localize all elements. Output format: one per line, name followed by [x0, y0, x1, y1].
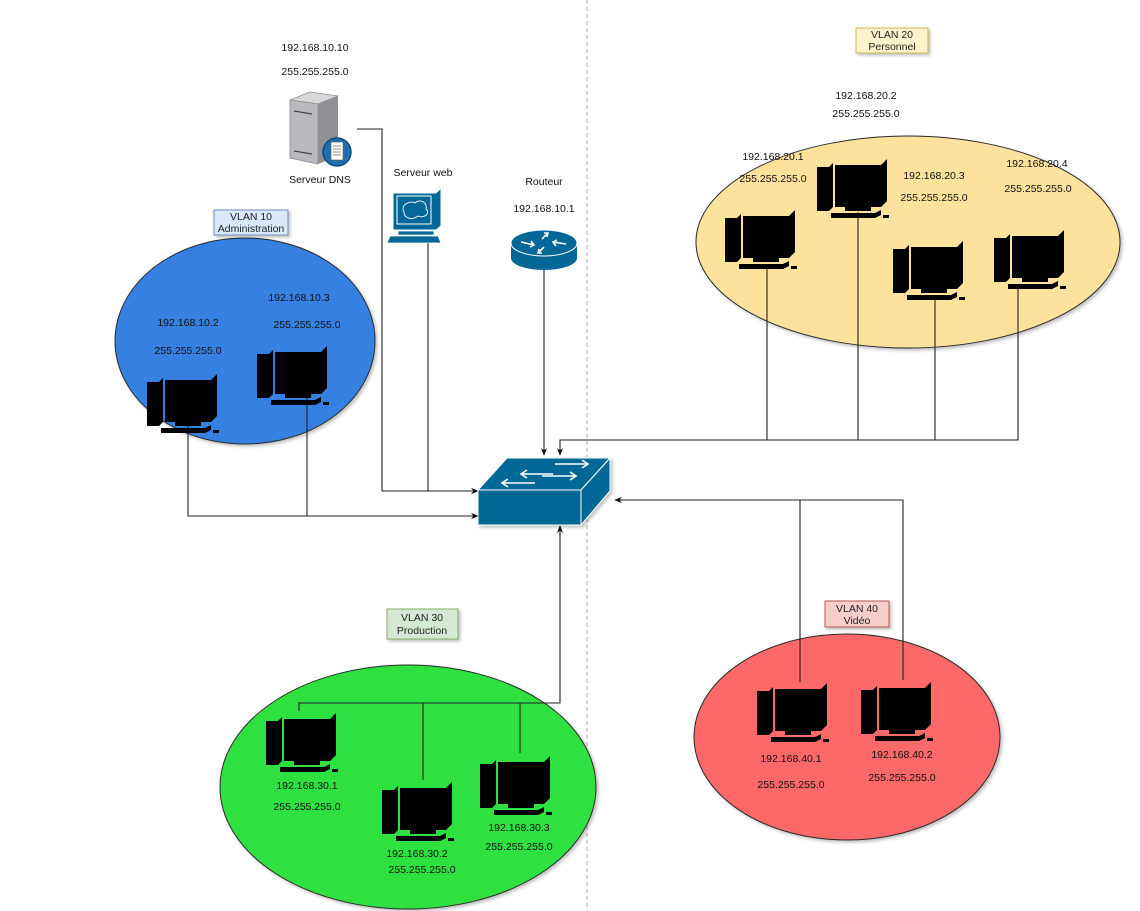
host-ip: 192.168.20.3: [903, 170, 964, 182]
host-ip: 192.168.20.2: [835, 90, 896, 102]
web-server[interactable]: Serveur web: [386, 167, 453, 244]
host-ip: 192.168.40.1: [760, 753, 821, 765]
vlan30-host-2[interactable]: 192.168.30.2 255.255.255.0: [382, 782, 456, 876]
host-mask: 255.255.255.0: [757, 779, 824, 791]
link-dns-switch: [357, 128, 479, 495]
dns-server-ip: 192.168.10.10: [281, 42, 348, 54]
vlan20-host-3[interactable]: 192.168.20.3 255.255.255.0: [893, 170, 968, 300]
host-mask: 255.255.255.0: [273, 801, 340, 813]
host-mask: 255.255.255.0: [739, 173, 806, 185]
vlan10-label: VLAN 10 Administration: [213, 209, 289, 236]
vlan20-host-1[interactable]: 192.168.20.1 255.255.255.0: [725, 151, 807, 269]
vlan10-host-2[interactable]: 192.168.10.3 255.255.255.0: [257, 292, 341, 405]
vlan30-title: VLAN 30: [401, 612, 443, 624]
dns-server-icon: [288, 91, 352, 167]
link-vlan30-trunk: [298, 525, 564, 711]
host-mask: 255.255.255.0: [900, 192, 967, 204]
vlan40-zone: [693, 633, 1001, 841]
vlan40-host-2[interactable]: 192.168.40.2 255.255.255.0: [861, 682, 936, 784]
vlan20-host-2[interactable]: 192.168.20.2 255.255.255.0: [817, 90, 900, 218]
link-vlan20-trunk: [556, 286, 1019, 456]
router-ip: 192.168.10.1: [513, 203, 574, 215]
host-mask: 255.255.255.0: [868, 772, 935, 784]
switch[interactable]: [476, 456, 612, 527]
switch-icon: [476, 456, 612, 527]
router-icon: [510, 229, 578, 270]
vlan30-subtitle: Production: [397, 625, 447, 637]
host-ip: 192.168.20.4: [1006, 158, 1067, 170]
vlan40-subtitle: Vidéo: [844, 615, 871, 627]
host-mask: 255.255.255.0: [154, 345, 221, 357]
vlan40-label: VLAN 40 Vidéo: [824, 600, 890, 628]
host-ip: 192.168.30.2: [386, 848, 447, 860]
vlan20-zone: [695, 135, 1121, 349]
host-mask: 255.255.255.0: [832, 108, 899, 120]
dns-server-mask: 255.255.255.0: [281, 66, 348, 78]
router[interactable]: Routeur 192.168.10.1: [510, 176, 578, 270]
link-vlan10-pc1: [187, 424, 479, 520]
vlan30-host-1[interactable]: 192.168.30.1 255.255.255.0: [266, 713, 341, 813]
vlan20-label: VLAN 20 Personnel: [855, 27, 929, 54]
host-ip: 192.168.10.3: [268, 292, 329, 304]
dns-server[interactable]: 192.168.10.10 255.255.255.0 Serveur DNS: [281, 42, 352, 186]
vlan10-title: VLAN 10: [230, 211, 272, 223]
vlan20-title: VLAN 20: [871, 29, 913, 41]
web-server-name: Serveur web: [394, 167, 453, 179]
vlan20-host-4[interactable]: 192.168.20.4 255.255.255.0: [994, 158, 1072, 289]
host-ip: 192.168.20.1: [742, 151, 803, 163]
vlan30-host-3[interactable]: 192.168.30.3 255.255.255.0: [480, 756, 554, 853]
router-name: Routeur: [525, 176, 563, 188]
host-ip: 192.168.30.1: [276, 780, 337, 792]
host-mask: 255.255.255.0: [485, 841, 552, 853]
host-mask: 255.255.255.0: [1004, 183, 1071, 195]
host-ip: 192.168.10.2: [157, 317, 218, 329]
vlan30-label: VLAN 30 Production: [386, 608, 459, 640]
vlan40-title: VLAN 40: [836, 603, 878, 615]
host-ip: 192.168.40.2: [871, 749, 932, 761]
host-mask: 255.255.255.0: [388, 864, 455, 876]
vlan40-host-1[interactable]: 192.168.40.1 255.255.255.0: [757, 683, 831, 791]
host-mask: 255.255.255.0: [273, 319, 340, 331]
link-vlan40-trunk: [614, 496, 904, 680]
vlan10-subtitle: Administration: [218, 223, 285, 235]
host-ip: 192.168.30.3: [488, 822, 549, 834]
dns-server-name: Serveur DNS: [289, 174, 351, 186]
connections: [187, 128, 1019, 780]
vlan20-subtitle: Personnel: [868, 41, 915, 53]
vlan10-host-1[interactable]: 192.168.10.2 255.255.255.0: [147, 317, 222, 433]
web-server-icon: [386, 186, 442, 244]
